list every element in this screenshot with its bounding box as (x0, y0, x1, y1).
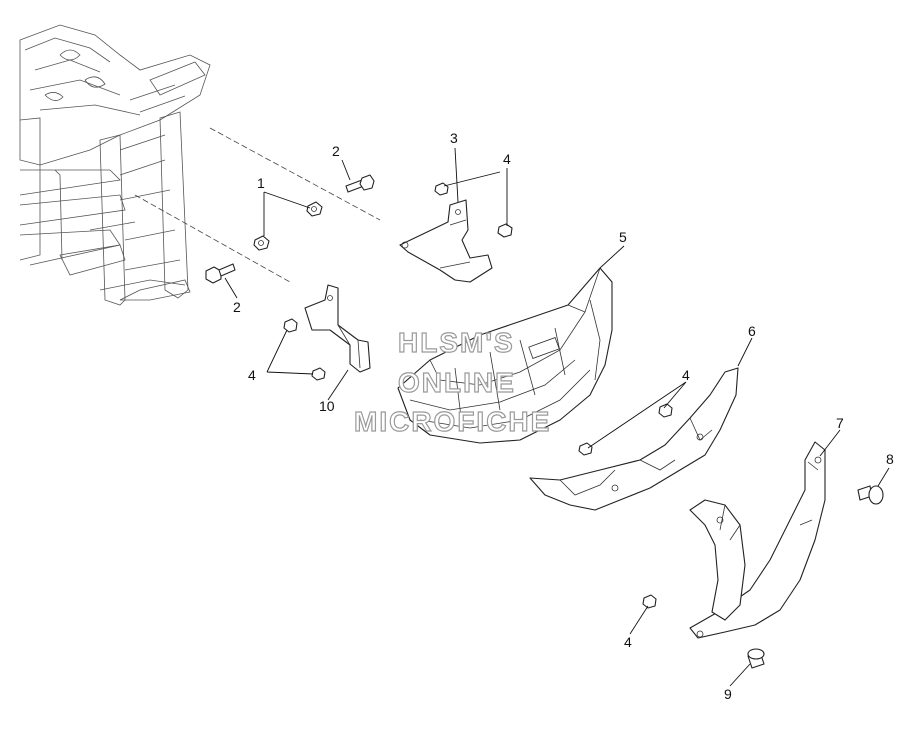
screw-9 (747, 648, 765, 669)
callout-4-upper: 4 (503, 151, 511, 167)
lower-guard-7 (689, 441, 826, 639)
front-bumper-5 (397, 267, 613, 444)
svg-text:ONLINE: ONLINE (398, 367, 516, 398)
svg-text:MICROFICHE: MICROFICHE (354, 406, 551, 437)
callout-labels: 1 2 2 3 4 4 4 4 5 6 7 8 9 10 (233, 130, 894, 702)
callout-9: 9 (724, 686, 732, 702)
callout-1: 1 (257, 175, 265, 191)
nut-4f (578, 442, 593, 456)
nut-4a (434, 182, 449, 196)
callout-8: 8 (886, 451, 894, 467)
nut-4c (283, 318, 298, 333)
bolt-lower (205, 263, 236, 284)
callout-2-upper: 2 (332, 143, 340, 159)
callout-7: 7 (836, 415, 844, 431)
screw-8 (857, 485, 884, 505)
alignment-lines (134, 127, 381, 283)
callout-5: 5 (619, 229, 627, 245)
bracket-10 (304, 284, 371, 373)
bracket-3 (399, 199, 493, 283)
svg-text:HLSM'S: HLSM'S (398, 327, 515, 358)
callout-4-left: 4 (248, 367, 256, 383)
bolt-upper (345, 174, 375, 193)
watermark: HLSM'S ONLINE MICROFICHE (353, 326, 551, 437)
skid-plate-6 (529, 367, 739, 511)
nut-lower (253, 235, 270, 251)
callout-2-lower: 2 (233, 299, 241, 315)
nut-4b (497, 223, 513, 238)
callout-4-center: 4 (682, 367, 690, 383)
fasteners (205, 174, 884, 669)
callout-3: 3 (450, 130, 458, 146)
leader-lines (224, 147, 890, 687)
callout-10: 10 (319, 398, 335, 414)
callout-6: 6 (748, 323, 756, 339)
nut-4d (311, 367, 326, 381)
callout-4-bottom: 4 (624, 634, 632, 650)
nut-upper (306, 201, 323, 217)
vehicle-frame (19, 24, 211, 306)
nut-4g (642, 594, 657, 609)
